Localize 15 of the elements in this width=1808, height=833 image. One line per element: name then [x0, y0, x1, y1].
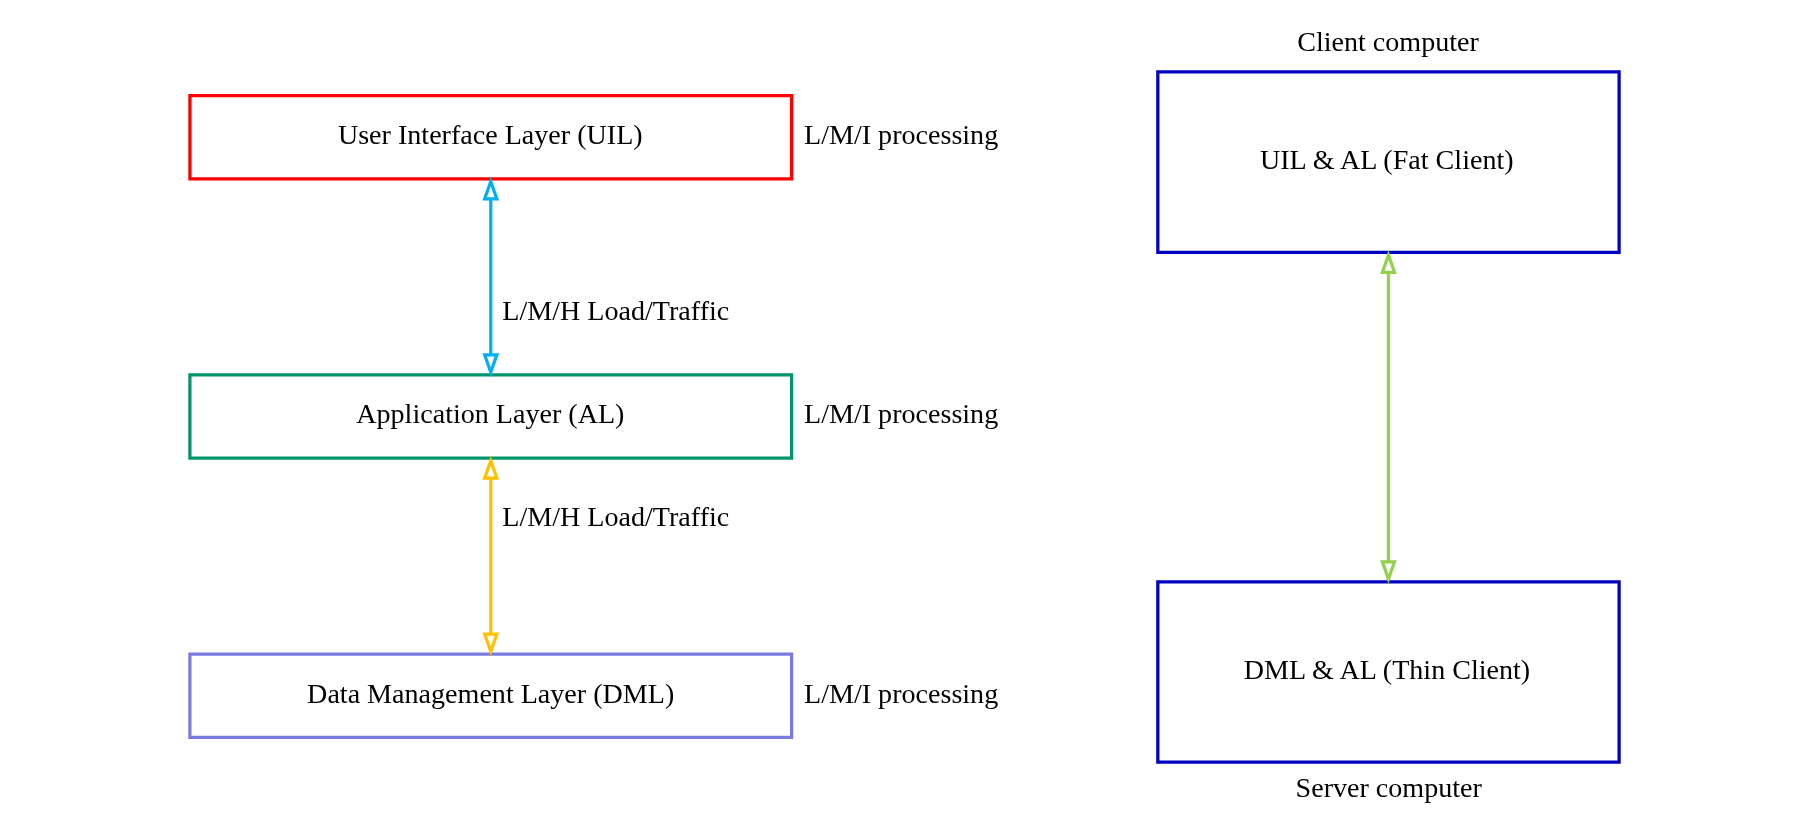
arrow [481, 455, 499, 657]
arrow [1379, 250, 1397, 584]
node-box: User Interface Layer (UIL) [187, 94, 793, 181]
node-label: L/M/I processing [803, 398, 998, 430]
edge-label: L/M/H Load/Traffic [501, 295, 729, 327]
node-label: L/M/I processing [803, 677, 998, 709]
node-box: UIL & AL (Fat Client) [1155, 70, 1621, 254]
node-box: DML & AL (Thin Client) [1155, 580, 1621, 764]
node-box: Application Layer (AL) [187, 373, 793, 460]
node-label: L/M/I processing [803, 119, 998, 151]
edge-label: L/M/H Load/Traffic [501, 501, 729, 533]
node-label: Server computer [1295, 772, 1482, 804]
node-box: Data Management Layer (DML) [187, 652, 793, 739]
node-label: Client computer [1296, 25, 1479, 57]
arrow [481, 176, 499, 378]
